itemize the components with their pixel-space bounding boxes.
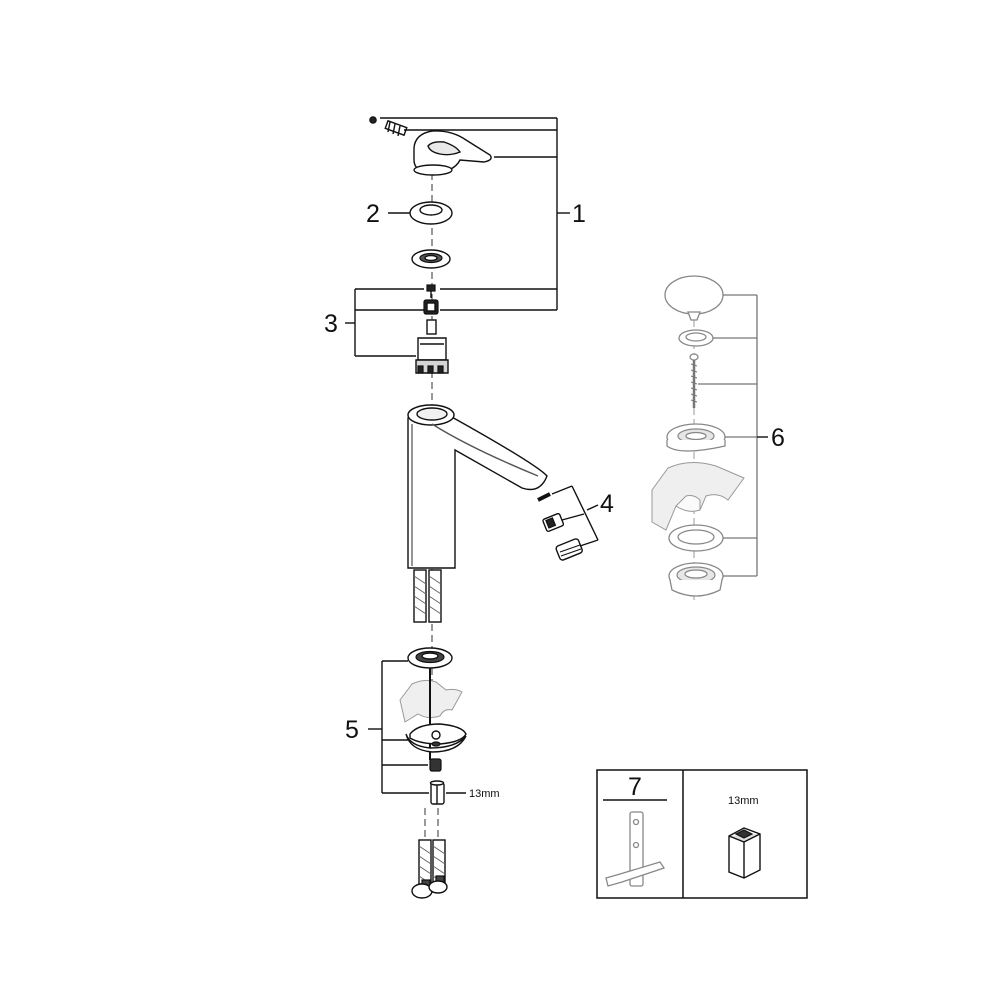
cover-cap-icon [388,201,453,225]
spout-body-icon [407,404,548,569]
wrench-icon [605,811,666,887]
cartridge-group [345,284,449,374]
aerator-insert-icon [542,512,565,532]
handle-icon [413,130,492,176]
basin-drain-section-icon [651,462,745,531]
callout-4-label: 4 [600,490,614,518]
hex-socket-icon [728,827,761,879]
aerator-washer-icon [537,492,551,502]
grub-screw-icon [369,116,377,124]
drain-flange-icon [666,423,726,452]
tool-size-label: 13mm [728,795,759,807]
drain-seal-icon [668,524,724,552]
threaded-rod-icon [689,353,699,408]
callout-2-label: 2 [366,200,380,228]
callout-3-label: 3 [324,310,338,338]
base-washer-icon [407,647,453,669]
callout-6-label: 6 [771,424,785,452]
spring-pin-icon [384,119,408,137]
pop-up-plug-icon [664,275,724,321]
hose-icon [413,569,442,623]
callout-7-label: 7 [628,773,642,801]
spindle-adapter-icon [423,299,439,315]
handle-kit-group [369,116,570,311]
drain-set-group [651,275,768,600]
lock-nut-icon [429,758,442,772]
aerator-icon [555,538,583,561]
mounting-kit-group [368,647,467,805]
adapter-ring-icon [411,249,451,269]
aerator-group [537,485,599,561]
drain-body-icon [668,562,724,597]
callout-1-label: 1 [572,200,586,228]
plug-seal-icon [678,329,714,347]
supply-hose-icon [411,839,448,899]
small-screw-icon [426,284,436,298]
tool-box [596,769,808,899]
cartridge-icon [415,319,449,374]
callout-5-label: 5 [345,716,359,744]
nut-size-label: 13mm [469,788,500,800]
hex-nut-icon [429,780,445,805]
mounting-plate-icon [405,723,467,753]
